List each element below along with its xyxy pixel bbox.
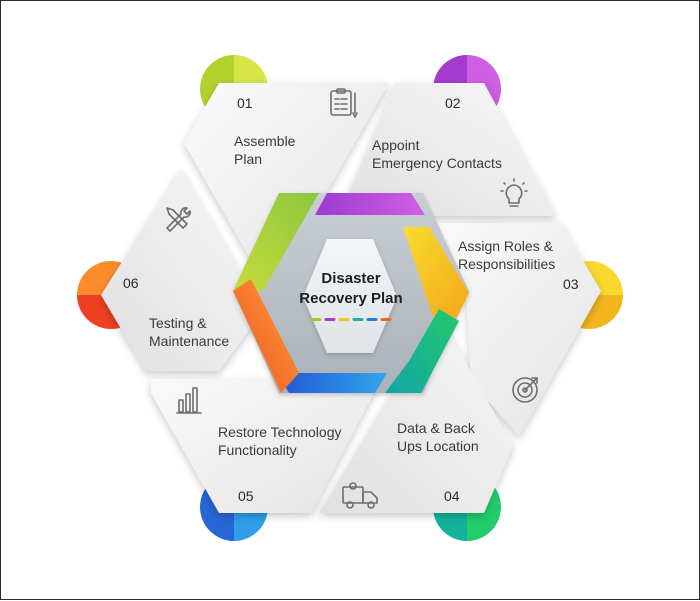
step-01-number: 01 <box>237 95 253 111</box>
step-06-label-line1: Testing & <box>149 315 207 331</box>
color-dash-4 <box>352 318 364 321</box>
ring-segment-01 <box>233 193 319 291</box>
step-03-label-line2: Responsibilities <box>458 256 555 272</box>
step-03-panel <box>426 223 601 436</box>
step-03-label-line1: Assign Roles & <box>458 238 554 254</box>
color-dash-1 <box>310 318 322 321</box>
step-01-panel <box>184 83 389 291</box>
bar-chart-icon <box>176 387 202 414</box>
step-02-panel <box>339 83 556 216</box>
step-04-label-line2: Ups Location <box>397 438 479 454</box>
step-01-label-line2: Plan <box>234 151 262 167</box>
step-02-label-line2: Emergency Contacts <box>372 155 502 171</box>
ring-segment-02 <box>315 193 425 215</box>
step-05-panel <box>151 379 381 513</box>
ring-segment-04 <box>385 309 459 393</box>
clipboard-icon <box>330 88 358 118</box>
step-04-panel <box>319 319 513 513</box>
color-dash-5 <box>366 318 378 321</box>
step-06-panel <box>101 169 263 371</box>
step-06-label-line2: Maintenance <box>149 333 229 349</box>
color-dash-3 <box>338 318 350 321</box>
ring-segment-06 <box>233 279 299 393</box>
step-01-label-line1: Assemble <box>234 133 296 149</box>
step-03-number: 03 <box>563 276 579 292</box>
step-06-number: 06 <box>123 275 139 291</box>
step-05-number: 05 <box>238 488 254 504</box>
tools-icon <box>166 207 191 232</box>
ring-segment-05 <box>277 373 387 393</box>
color-dash-2 <box>324 318 336 321</box>
step-05-label-line1: Restore Technology <box>218 424 341 440</box>
center-title-line1: Disaster <box>321 270 380 287</box>
step-02-label-line1: Appoint <box>372 137 420 153</box>
ring-segment-03 <box>403 227 469 317</box>
step-05-label-line2: Functionality <box>218 442 297 458</box>
center-hexagon <box>303 239 397 353</box>
color-dash-6 <box>380 318 392 321</box>
center-color-dashes <box>310 318 392 321</box>
center-title-line2: Recovery Plan <box>299 290 402 307</box>
step-02-number: 02 <box>445 95 461 111</box>
step-04-label-line1: Data & Back <box>397 420 476 436</box>
lightbulb-icon <box>500 178 528 207</box>
step-04-number: 04 <box>444 488 460 504</box>
delivery-truck-icon <box>342 482 378 509</box>
target-icon <box>512 377 538 403</box>
